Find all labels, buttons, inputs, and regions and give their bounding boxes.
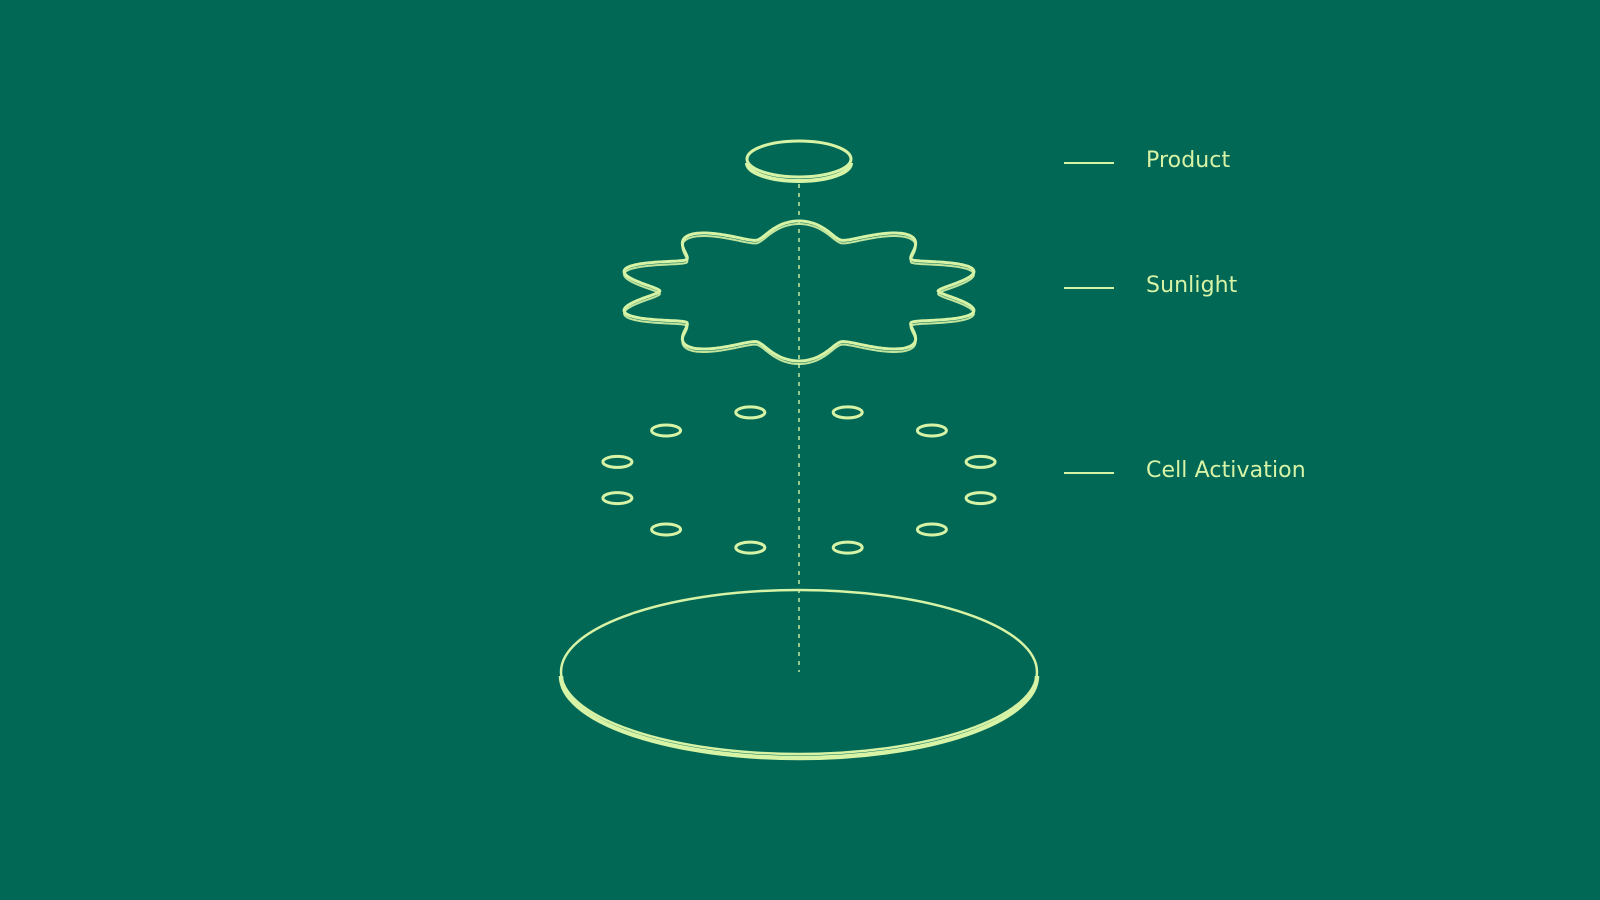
cell-activation-label: Cell Activation (1146, 458, 1306, 483)
cell-ellipse (831, 405, 864, 420)
cell-ellipse (734, 405, 767, 420)
cell-ellipse (601, 491, 634, 506)
product-label: Product (1146, 148, 1231, 173)
sunlight-leader-line (1064, 287, 1114, 289)
product-disc-shape (745, 139, 853, 183)
sunlight-wavy-star-shape (622, 219, 976, 363)
cell-ellipse (650, 522, 683, 537)
cell-ellipse (964, 491, 997, 506)
product-leader-line (1064, 162, 1114, 164)
cell-activation-ring (601, 405, 997, 555)
cell-activation-leader-line (1064, 472, 1114, 474)
cell-ellipse (831, 540, 864, 555)
base-ellipse-shape (558, 588, 1040, 761)
cell-ellipse (601, 454, 634, 469)
cell-ellipse (734, 540, 767, 555)
cell-ellipse (650, 423, 683, 438)
cell-ellipse (915, 522, 948, 537)
cell-ellipse (964, 454, 997, 469)
sunlight-label: Sunlight (1146, 273, 1238, 298)
cell-ellipse (915, 423, 948, 438)
